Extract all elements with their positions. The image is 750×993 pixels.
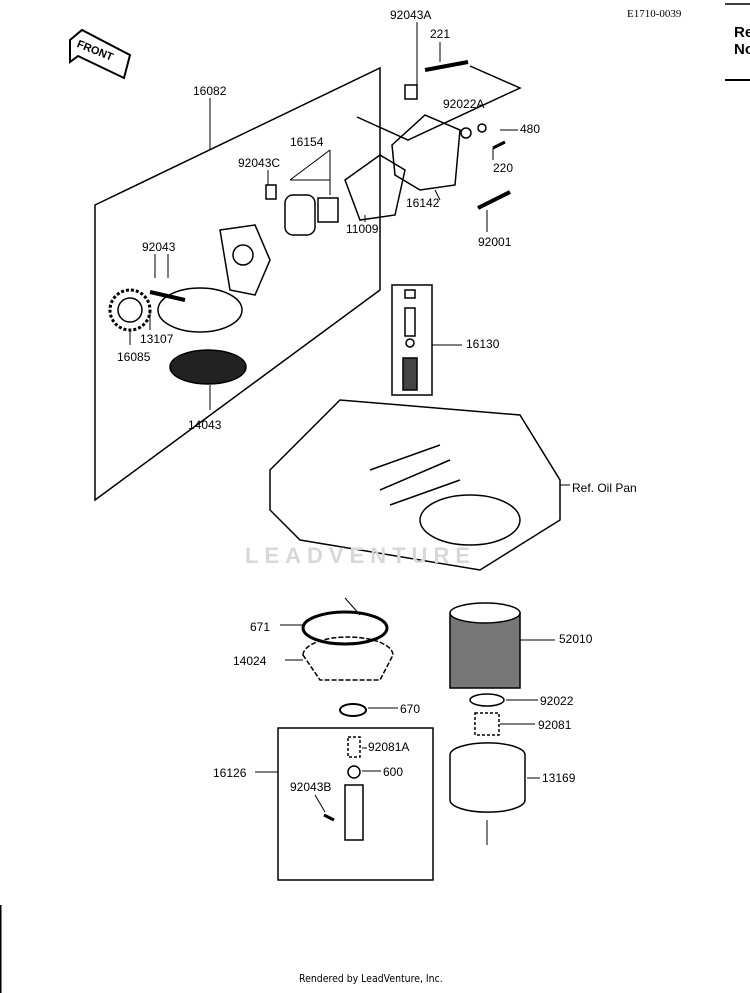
part-label-92022A[interactable]: 92022A (443, 97, 485, 111)
o-ring-670 (339, 703, 367, 717)
front-arrow-icon (69, 28, 132, 80)
rotor (284, 194, 316, 236)
part-label-92081[interactable]: 92081 (538, 718, 572, 732)
pump-cover-group-outline (356, 65, 522, 141)
part-label-671[interactable]: 671 (250, 620, 271, 634)
spring-92081 (474, 712, 500, 736)
oil-pump-body (157, 224, 271, 333)
pump-cover (391, 114, 461, 191)
filter-case-13169 (449, 742, 526, 813)
sprocket (108, 288, 152, 332)
part-label-92043B[interactable]: 92043B (290, 780, 332, 794)
watermark: LEADVENTURE (245, 543, 477, 568)
washer-92022 (469, 693, 505, 707)
part-label-16130[interactable]: 16130 (466, 337, 500, 351)
part-label-16085[interactable]: 16085 (117, 350, 151, 364)
o-ring-671 (301, 610, 389, 646)
part-label-16126[interactable]: 16126 (213, 766, 247, 780)
part-label-92043[interactable]: 92043 (142, 240, 176, 254)
part-label-92043C[interactable]: 92043C (238, 156, 281, 170)
part-label-92001[interactable]: 92001 (478, 235, 512, 249)
oil-filter-52010 (449, 612, 521, 689)
part-label-11009[interactable]: 11009 (346, 222, 379, 236)
oil-pan (269, 399, 561, 571)
part-label-13107[interactable]: 13107 (140, 332, 174, 346)
part-label-14024[interactable]: 14024 (233, 654, 267, 668)
relief-valve (402, 289, 418, 391)
part-label-480[interactable]: 480 (520, 122, 541, 136)
part-label-220[interactable]: 220 (493, 161, 514, 175)
ref-oil-pan-label: Ref. Oil Pan (572, 481, 637, 495)
side-panel-line-1: Re (734, 24, 750, 41)
bypass-valve-bolt (344, 784, 364, 841)
part-label-52010[interactable]: 52010 (559, 632, 593, 646)
part-label-92081A[interactable]: 92081A (368, 740, 410, 754)
gasket (344, 154, 406, 221)
relief-valve-group-outline (391, 284, 433, 396)
oil-pump-group-outline (94, 66, 381, 502)
part-label-600[interactable]: 600 (383, 765, 404, 779)
filter-cover-14024 (302, 636, 394, 681)
part-label-16142[interactable]: 16142 (406, 196, 440, 210)
footer-credit: Rendered by LeadVenture, Inc. (299, 972, 443, 985)
part-label-92022[interactable]: 92022 (540, 694, 574, 708)
part-label-13169[interactable]: 13169 (542, 771, 576, 785)
part-label-670[interactable]: 670 (400, 702, 421, 716)
part-label-16082[interactable]: 16082 (193, 84, 227, 98)
part-label-221[interactable]: 221 (430, 27, 451, 41)
part-label-92043A[interactable]: 92043A (390, 8, 432, 22)
diagram-code: E1710-0039 (627, 8, 682, 20)
oil-screen (169, 349, 247, 385)
part-label-14043[interactable]: 14043 (188, 418, 222, 432)
filter-bypass-group-outline (277, 727, 434, 881)
side-panel-line-2: No (734, 41, 750, 58)
part-label-16154[interactable]: 16154 (290, 135, 324, 149)
